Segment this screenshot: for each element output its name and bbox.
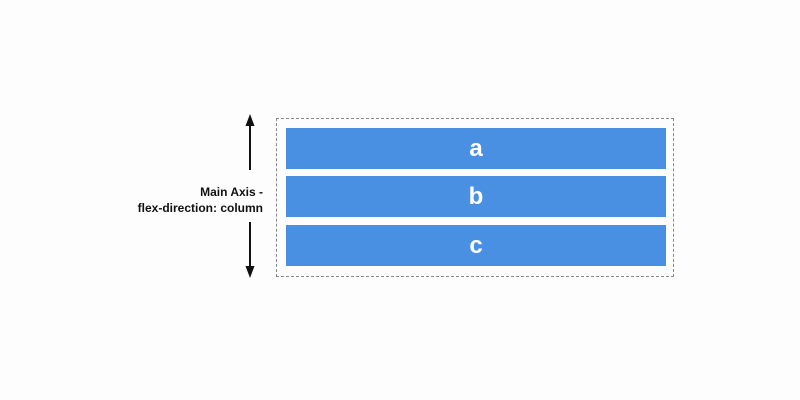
flex-item-a: a: [286, 128, 666, 169]
main-axis-label-line1: Main Axis -: [200, 185, 263, 199]
flex-item-c: c: [286, 225, 666, 266]
main-axis-label: Main Axis - flex-direction: column: [88, 184, 263, 216]
arrow-up-icon: [245, 114, 255, 170]
main-axis-label-line2: flex-direction: column: [137, 201, 263, 215]
arrow-down-icon: [245, 222, 255, 278]
flex-item-b: b: [286, 176, 666, 217]
flex-container: a b c: [276, 118, 674, 277]
